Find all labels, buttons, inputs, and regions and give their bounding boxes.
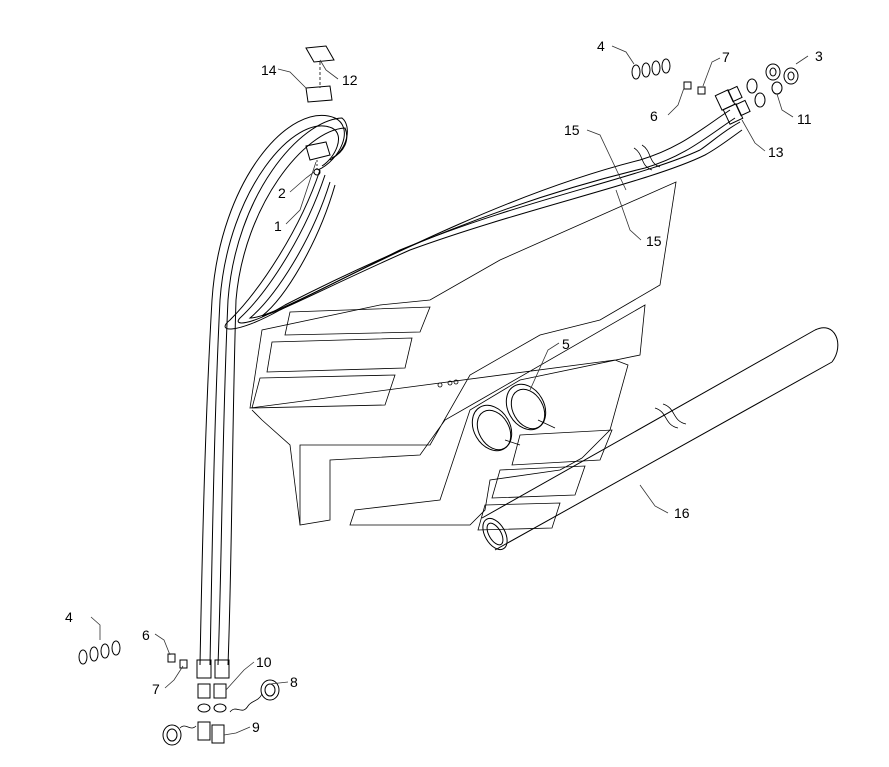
panel-stripe (477, 502, 561, 531)
callout-5: 5 (562, 336, 570, 352)
callout-7-upper: 7 (722, 49, 730, 65)
callout-6-lower: 6 (142, 627, 150, 643)
panel-stripe (266, 337, 413, 373)
callout-14: 14 (261, 62, 277, 78)
panel-stripe (491, 465, 586, 499)
panel-stripe (284, 306, 431, 336)
panel-edge (251, 409, 301, 526)
upper-clips (683, 81, 706, 95)
callout-15-lower: 15 (646, 233, 662, 249)
bracket-clamp (305, 85, 333, 103)
callout-13: 13 (768, 144, 784, 160)
callout-12: 12 (342, 72, 358, 88)
tank-panel (249, 181, 677, 531)
upper-o-rings (631, 58, 671, 80)
callout-4-upper: 4 (597, 38, 605, 54)
pipe (481, 327, 839, 551)
callout-11: 11 (797, 111, 812, 127)
callout-16: 16 (674, 505, 690, 521)
hoses (199, 109, 743, 666)
callout-3: 3 (815, 48, 823, 64)
callout-6-upper: 6 (650, 108, 658, 124)
leader-lines (90, 45, 809, 736)
panel-stripe (251, 374, 396, 409)
panel-stripe (511, 429, 613, 466)
callout-10: 10 (256, 654, 272, 670)
callouts: 1 2 3 4 4 5 6 6 7 7 8 9 10 11 12 13 14 1… (65, 38, 823, 735)
top-bracket (305, 45, 335, 176)
lower-o-rings (78, 640, 121, 665)
callout-2: 2 (278, 185, 286, 201)
hose-clamp-block (305, 141, 331, 161)
lower-clips (167, 653, 188, 669)
callout-15-upper: 15 (564, 122, 580, 138)
upper-fittings (714, 63, 799, 125)
callout-7-lower: 7 (152, 681, 160, 697)
hose-clamps (437, 379, 556, 452)
callout-4-lower: 4 (65, 609, 73, 625)
callout-1: 1 (274, 218, 282, 234)
callout-8: 8 (290, 674, 298, 690)
lower-fittings (162, 659, 280, 746)
bracket-plate (305, 45, 335, 63)
callout-9: 9 (252, 719, 260, 735)
